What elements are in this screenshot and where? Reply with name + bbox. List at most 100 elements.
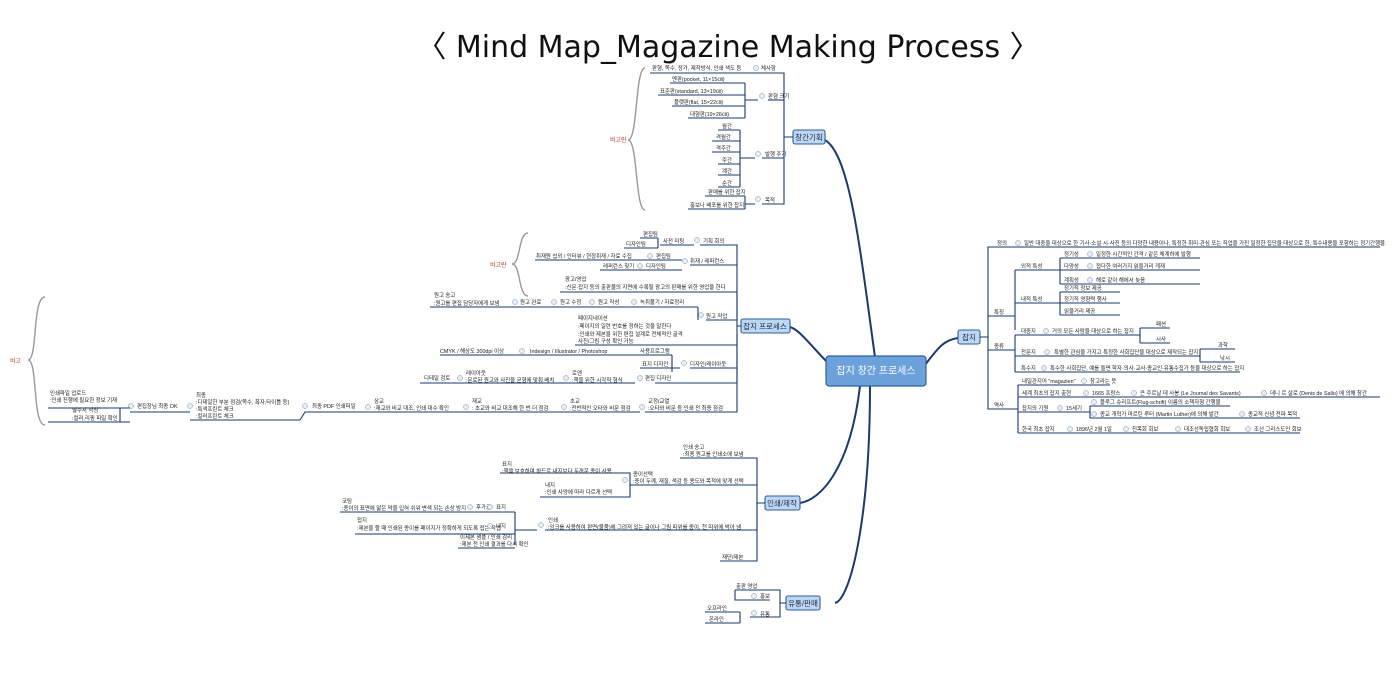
proc-p37: :오타와 비문 등 인쇄 전 최종 점검 — [648, 404, 723, 412]
proc-p3: 사전 미팅 — [663, 237, 684, 245]
proc-p18: 원고 작업 — [706, 312, 727, 320]
print-r17: :잉크를 사용하여 판면(불품)에 그려져 있는 글이나 그림 따위를 종이, … — [548, 523, 741, 531]
proc-p33: 편집 디자인 — [645, 374, 671, 382]
proc-p16: 원고 작성 — [598, 298, 619, 306]
mag-m6: 접다한 여러가지 읽을거리 게재 — [1096, 262, 1165, 270]
plan-t14: 판매를 위한 잡지 — [708, 188, 746, 196]
proc-p20: :페이지의 일련 번호를 정하는 것을 말한다 — [578, 322, 671, 330]
dist-subtree: 출판 영업 홍보 오프라인 온라인 유통 — [705, 582, 786, 624]
plan-t7: 월간 — [722, 122, 732, 130]
print-r6: :인쇄 사양에 따라 다르게 선택 — [545, 488, 612, 496]
mag-m32: 잡지의 기원 — [1022, 404, 1048, 412]
proc-p1: 편집팀 — [643, 230, 658, 238]
mag-m14: 특징 — [994, 309, 1004, 316]
mag-m40: 대조선독립협회 회보 — [1184, 425, 1230, 433]
mag-m29: 1665 프랑스 — [1092, 390, 1120, 397]
proc-p17: 녹취풀기 / 자료정리 — [640, 298, 684, 306]
mag-m19: 전문지 — [1021, 348, 1036, 356]
proc-p42: 최종 PDF 인쇄파일 — [312, 402, 356, 410]
mag-m18: 시사 — [1156, 335, 1166, 343]
dist-d1: 출판 영업 — [736, 582, 757, 590]
plan-t5: 대형판(19×26㎝) — [690, 110, 729, 118]
mag-m16: 거의 모든 사람을 대상으로 하는 잡지 — [1052, 327, 1134, 335]
proc-p24: Indesign / Illustrator / Photoshop — [530, 349, 607, 355]
print-r4: :책을 보호하며 하드로 내지보다 두꺼운 종이 사용 — [502, 467, 612, 475]
proc-p25: 사용프로그램 — [640, 347, 670, 355]
proc-p35: :전반적인 오타와 비문 점검 — [570, 404, 631, 412]
plan-t2: 멘판(pocket, 11×15㎝) — [672, 75, 725, 83]
proc-p4: 기획 회의 — [703, 237, 724, 245]
print-r10: :종이의 표면에 얇은 막을 입혀 쉬워 변색 되는 손상 방지 — [342, 504, 466, 512]
proc-p47: 편집장님 최종 OK — [137, 402, 178, 410]
print-subtree: 인쇄 송고 :최종 원고를 인쇄소에 보냄 종이선택 :종이 두께, 재질, 색… — [340, 443, 765, 562]
dist-d2: 홍보 — [760, 592, 770, 600]
brace-process — [511, 232, 529, 297]
proc-p45: :특색프린트 체크 — [196, 405, 234, 413]
print-r19: :제본 전 인쇄 결과를 다시 확인 — [460, 540, 529, 548]
connector-plan — [822, 138, 876, 358]
proc-p27: 디자인/레이아웃 — [690, 360, 726, 368]
plan-t10: 주간 — [722, 157, 732, 164]
proc-p19: 페이지네이션 — [578, 314, 608, 322]
print-r13: 접지 — [357, 516, 367, 524]
note-process: 비고란 — [490, 261, 507, 269]
brace-plan — [627, 67, 646, 211]
print-r5: 내지 — [545, 481, 555, 489]
mag-m41: 조선 그리스도인 회보 — [1254, 425, 1302, 433]
proc-p49: :인쇄 진행에 필요한 정보 기재 — [50, 396, 117, 404]
mag-m30: 큰 주르날 데 사봉 (Le Journal des Savants) — [1140, 389, 1241, 397]
mag-m34: 플루그 슈리프트(Flug-schrift) 이름의 소책자형 간행물 — [1100, 398, 1221, 406]
mag-m24: 특수한 사회집단, 예를 들면 학자·의사·교사·종교인·유통수집가 등을 대상… — [1050, 364, 1244, 372]
mag-m25: 종류 — [994, 343, 1004, 350]
proc-p11: :신문·잡지 등의 출판물의 지면에 수록될 광고의 판매를 위한 영업을 한다 — [565, 283, 726, 291]
print-r8: :종이 두께, 재질, 색감 등 용도와 목적에 맞게 선택 — [633, 477, 744, 485]
mag-m13: 내적 특성 — [1021, 295, 1042, 303]
mag-subtree: 정의 일반 대중을 대상으로 한 기사·소설·시·사진 등의 다양한 내용이나,… — [980, 239, 1387, 434]
mag-m28: 세계 최초의 잡지 출현 — [1022, 389, 1071, 397]
proc-p10: 광고/영업 — [565, 275, 586, 283]
proc-p32: :책을 위한 시각적 형식 — [572, 376, 623, 384]
proc-p8: 디자인팀 — [646, 262, 666, 270]
proc-p14: 원고 완료 — [520, 298, 541, 306]
mag-m26: 내일관지어 "magazien" — [1022, 377, 1076, 385]
brace-left — [27, 296, 46, 426]
branch-mag-label: 잡지 — [962, 332, 976, 342]
proc-p21: :인쇄와 제본을 위한 편집 설계로 전체적인 골격 — [578, 330, 683, 338]
mag-m10: 정기적 정보 제공 — [1064, 284, 1102, 292]
branch-dist-label: 유통/판매 — [788, 599, 818, 608]
mag-m22: 낚시 — [1220, 354, 1230, 362]
proc-p51: :컬러,리핑 파일 확인 — [72, 414, 118, 422]
mag-m12: 읽을거리 제공 — [1064, 307, 1095, 315]
mag-m37: 한국 최초 잡지 — [1022, 425, 1055, 433]
page-title: 〈 Mind Map_Magazine Making Process 〉 — [416, 30, 1040, 65]
proc-p34: 초교 — [570, 398, 580, 405]
mag-m8: 해로 같이 해에서 늦음 — [1096, 276, 1145, 284]
proc-p43: 최종 — [196, 391, 206, 399]
print-r14: :제본을 할 때 인쇄된 종이를 페이지가 정확하게 되도록 접는 작업 — [357, 524, 501, 532]
proc-p44: :디테일한 부분 점검(쪽수, 폭자,타이틀 등) — [196, 398, 290, 406]
connector-mag — [924, 337, 959, 366]
mag-m38: 1896년 2월 1일 — [1076, 425, 1112, 433]
center-node[interactable] — [825, 355, 927, 387]
mag-m17: 패션 — [1156, 320, 1166, 328]
mag-m7: 계획성 — [1064, 276, 1079, 284]
proc-p38: 재교 — [472, 397, 482, 405]
mag-m39: 친목회 회보 — [1132, 425, 1158, 433]
print-r12: 표지 — [496, 503, 506, 511]
mag-m1: 정의 — [997, 240, 1007, 247]
connector-print — [799, 385, 861, 504]
print-r2: :최종 원고를 인쇄소에 보냄 — [683, 450, 744, 458]
proc-p39: : 초교와 비교 대조해 한 번 더 점검 — [472, 404, 548, 412]
mag-m21: 과학 — [1218, 341, 1228, 349]
proc-p5: 취재원 섭외 / 인터뷰 / 현장취재 / 자료 수집 — [536, 252, 632, 260]
connector-process — [789, 326, 831, 366]
dist-d4: 온라인 — [709, 615, 724, 623]
mag-m27: 창고라는 뜻 — [1090, 377, 1116, 385]
proc-p22: 사진/그림 구성 확인 가능 — [578, 337, 634, 345]
proc-p15: 원고 수정 — [560, 298, 581, 306]
proc-p29: 레이아웃 — [466, 369, 486, 377]
mag-m15: 대중지 — [1021, 327, 1036, 335]
print-r1: 인쇄 송고 — [683, 443, 704, 451]
proc-p28: 디테일 검토 — [424, 374, 450, 382]
